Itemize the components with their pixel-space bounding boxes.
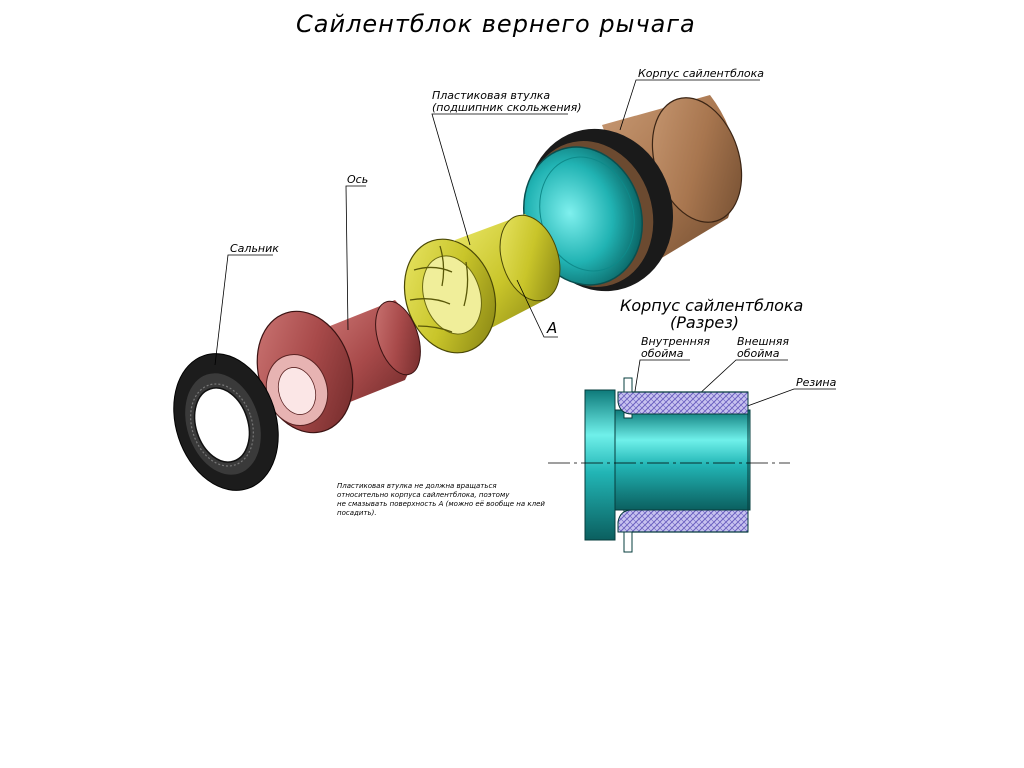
label-bushing-line1: Пластиковая втулка [432,89,550,102]
leader-axis [345,185,366,331]
note-line-3: не смазывать поверхность А (можно её воо… [337,500,545,508]
section-label-rubber: Резина [796,376,837,389]
leader-surface-a [516,279,558,338]
section-label-outer-line1: Внешняя [737,335,789,348]
note-line-4: посадить). [337,509,377,517]
plastic-bushing-part [403,214,561,354]
label-housing: Корпус сайлентблока [638,67,764,80]
drawing-title: Сайлентблок вернего рычага [296,10,696,38]
axis-part [256,300,421,434]
label-seal: Сальник [230,242,279,255]
label-axis: Ось [347,173,368,186]
section-view [548,377,790,553]
leader-bushing [431,113,568,246]
leader-outer-race [696,359,788,397]
section-title-line2: (Разрез) [670,313,739,332]
leader-rubber [741,388,836,409]
note-line-2: относительно корпуса сайлентблока, поэто… [337,491,510,499]
note-block: Пластиковая втулка не должна вращаться о… [337,482,545,517]
label-bushing-line2: (подшипник скольжения) [432,101,582,114]
section-label-inner-line2: обойма [641,347,684,360]
note-line-1: Пластиковая втулка не должна вращаться [337,482,497,490]
leader-housing [619,79,760,131]
section-label-inner-line1: Внутренняя [641,335,710,348]
section-label-outer-line2: обойма [737,347,780,360]
leader-seal [214,254,273,366]
seal-part [173,353,279,491]
label-surface-a: А [546,319,557,337]
section-title-line1: Корпус сайлентблока [620,296,803,315]
